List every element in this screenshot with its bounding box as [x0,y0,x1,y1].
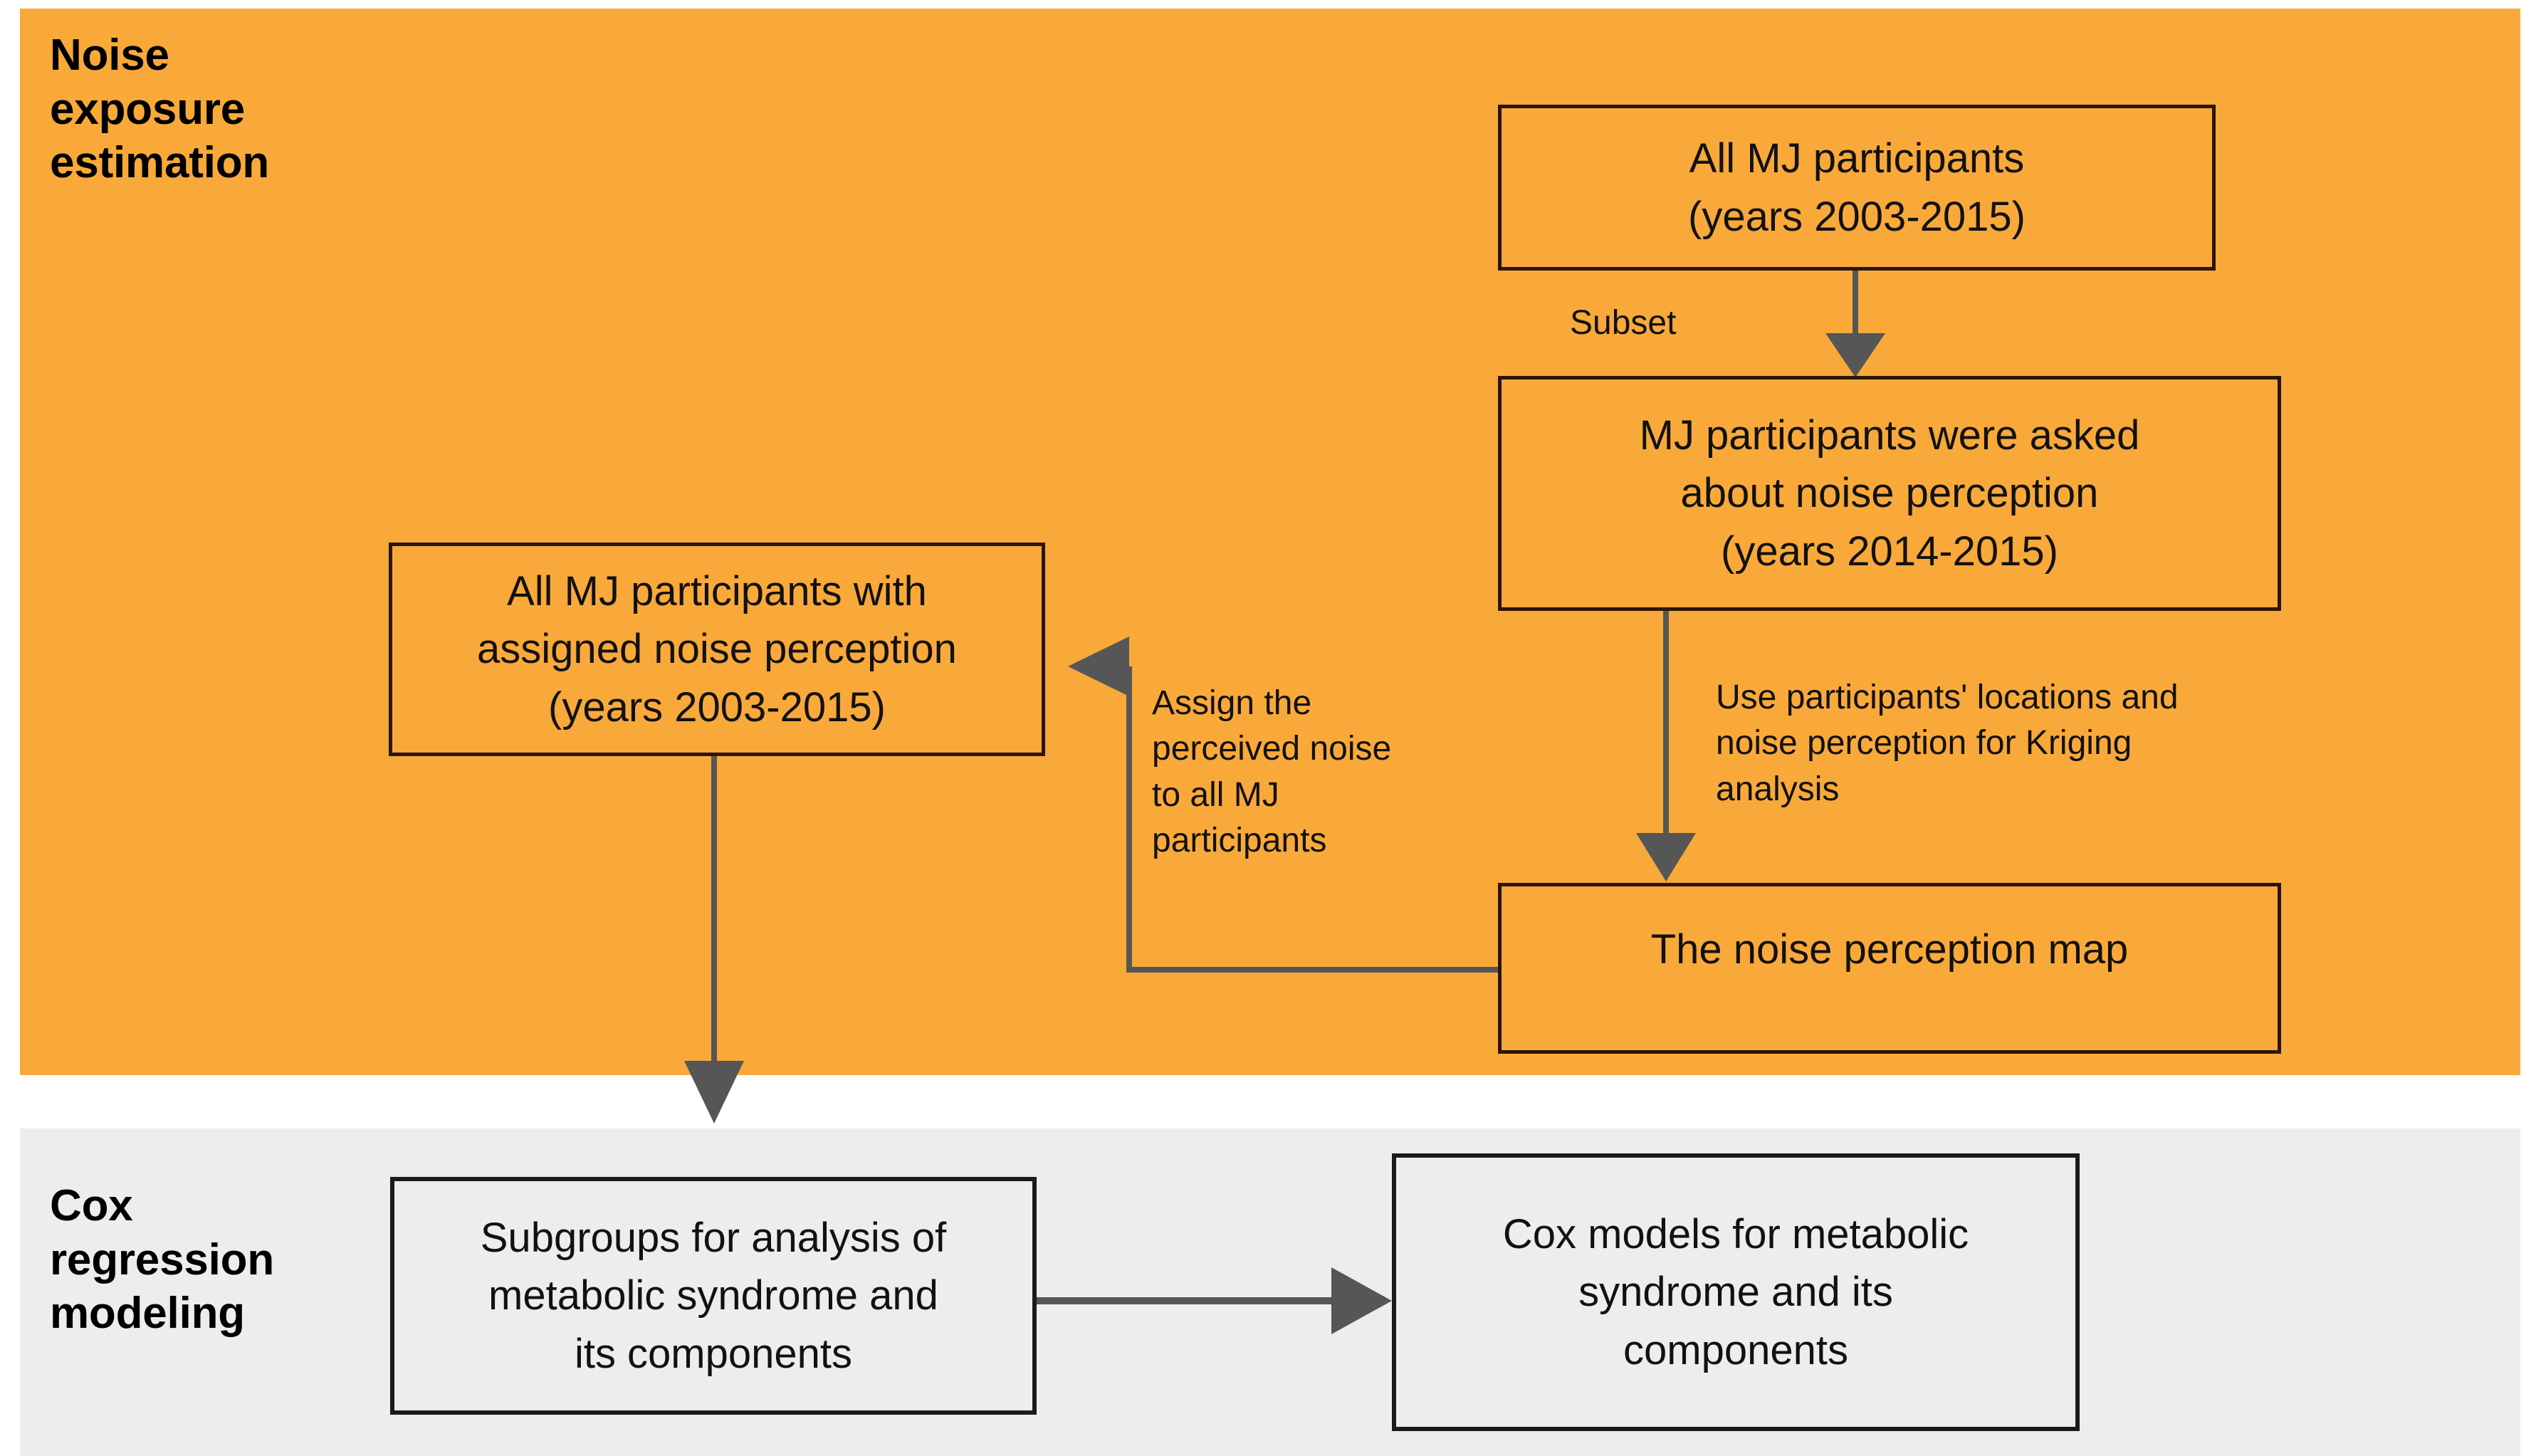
section-title-cox-regression-modeling: Cox regression modeling [50,1181,275,1339]
node-subgroups-for-analysis[interactable]: Subgroups for analysis of metabolic synd… [390,1177,1037,1415]
edge-label-assign-perceived-noise: Assign the perceived noise to all MJ par… [1152,684,1392,859]
edge-label-subset: Subset [1570,304,1677,342]
node-all-mj-participants[interactable]: All MJ participants (years 2003-2015) [1498,105,2216,271]
section-title-noise-exposure-estimation: Noise exposure estimation [50,31,270,188]
section-cox-regression-modeling [20,1128,2520,1456]
node-all-mj-participants-assigned-noise-perception[interactable]: All MJ participants with assigned noise … [389,543,1045,756]
node-mj-participants-asked-noise-perception[interactable]: MJ participants were asked about noise p… [1498,376,2281,611]
edge-label-kriging-analysis: Use participants' locations and noise pe… [1716,679,2179,808]
node-noise-perception-map[interactable]: The noise perception map [1498,883,2281,1054]
node-cox-models[interactable]: Cox models for metabolic syndrome and it… [1392,1153,2080,1431]
